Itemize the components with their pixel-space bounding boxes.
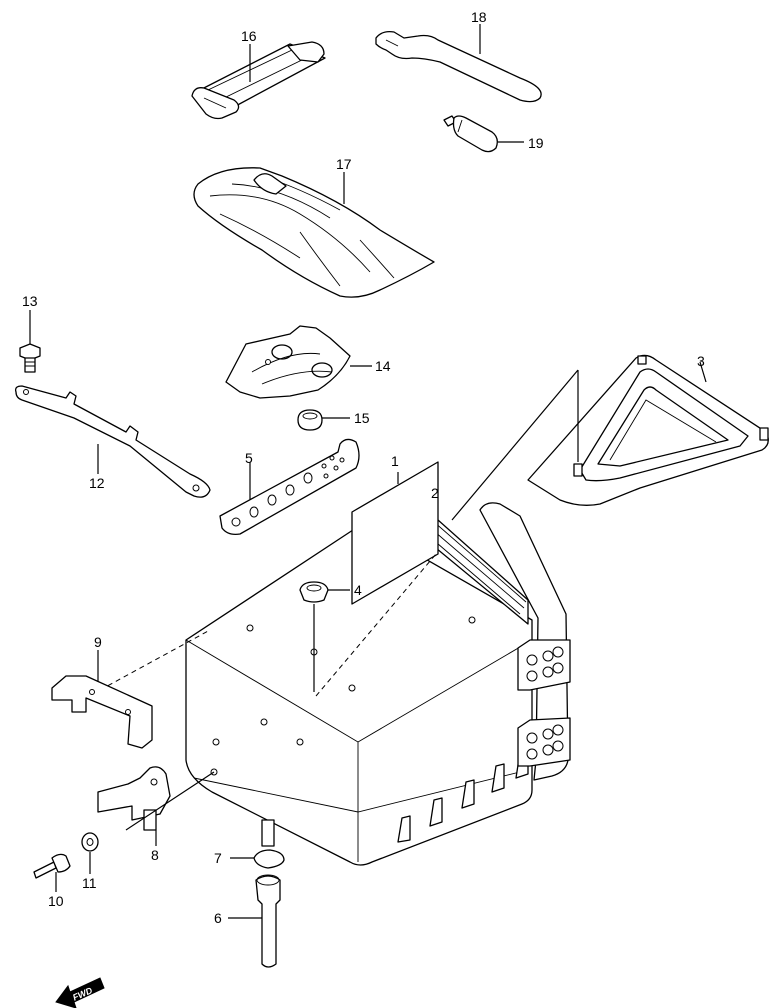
callout-4: 4 — [354, 582, 362, 598]
callout-15: 15 — [354, 410, 370, 426]
callout-3: 3 — [697, 353, 705, 369]
callout-8: 8 — [151, 847, 159, 863]
part-7-clip — [253, 849, 285, 869]
callout-19: 19 — [528, 135, 544, 151]
callout-13: 13 — [22, 293, 38, 309]
part-17-tool-bag — [193, 167, 435, 298]
part-12-stay-bar — [14, 385, 211, 498]
callout-12: 12 — [89, 475, 105, 491]
part-15-nut — [297, 409, 323, 431]
part-5-bracket — [219, 438, 360, 536]
callout-14: 14 — [375, 358, 391, 374]
callout-18: 18 — [471, 9, 487, 25]
callout-17: 17 — [336, 156, 352, 172]
callout-2: 2 — [431, 485, 439, 501]
part-8-bracket — [97, 766, 171, 831]
fwd-label: FWD — [71, 985, 94, 1003]
part-3-frame — [527, 354, 769, 506]
part-14-plate — [225, 325, 351, 399]
callout-1: 1 — [391, 453, 399, 469]
part-1-sheet — [351, 461, 439, 605]
part-9-bracket — [51, 675, 153, 749]
part-13-bolt — [19, 343, 41, 373]
fwd-arrow-icon: FWD — [55, 977, 105, 1008]
part-1-box — [185, 524, 533, 866]
callout-6: 6 — [214, 910, 222, 926]
part-4-grommet — [299, 581, 329, 603]
part-19-plug — [443, 115, 498, 153]
callout-7: 7 — [214, 850, 222, 866]
callout-5: 5 — [245, 450, 253, 466]
part-10-bolt — [33, 853, 71, 879]
callout-16: 16 — [241, 28, 257, 44]
callout-9: 9 — [94, 634, 102, 650]
box-drain-stub — [261, 819, 275, 847]
part-16-strap — [191, 41, 326, 120]
part-6-hose — [255, 874, 281, 968]
callout-11: 11 — [82, 875, 97, 891]
part-11-washer — [81, 832, 99, 852]
callout-10: 10 — [48, 893, 64, 909]
part-18-wrench — [375, 30, 542, 103]
